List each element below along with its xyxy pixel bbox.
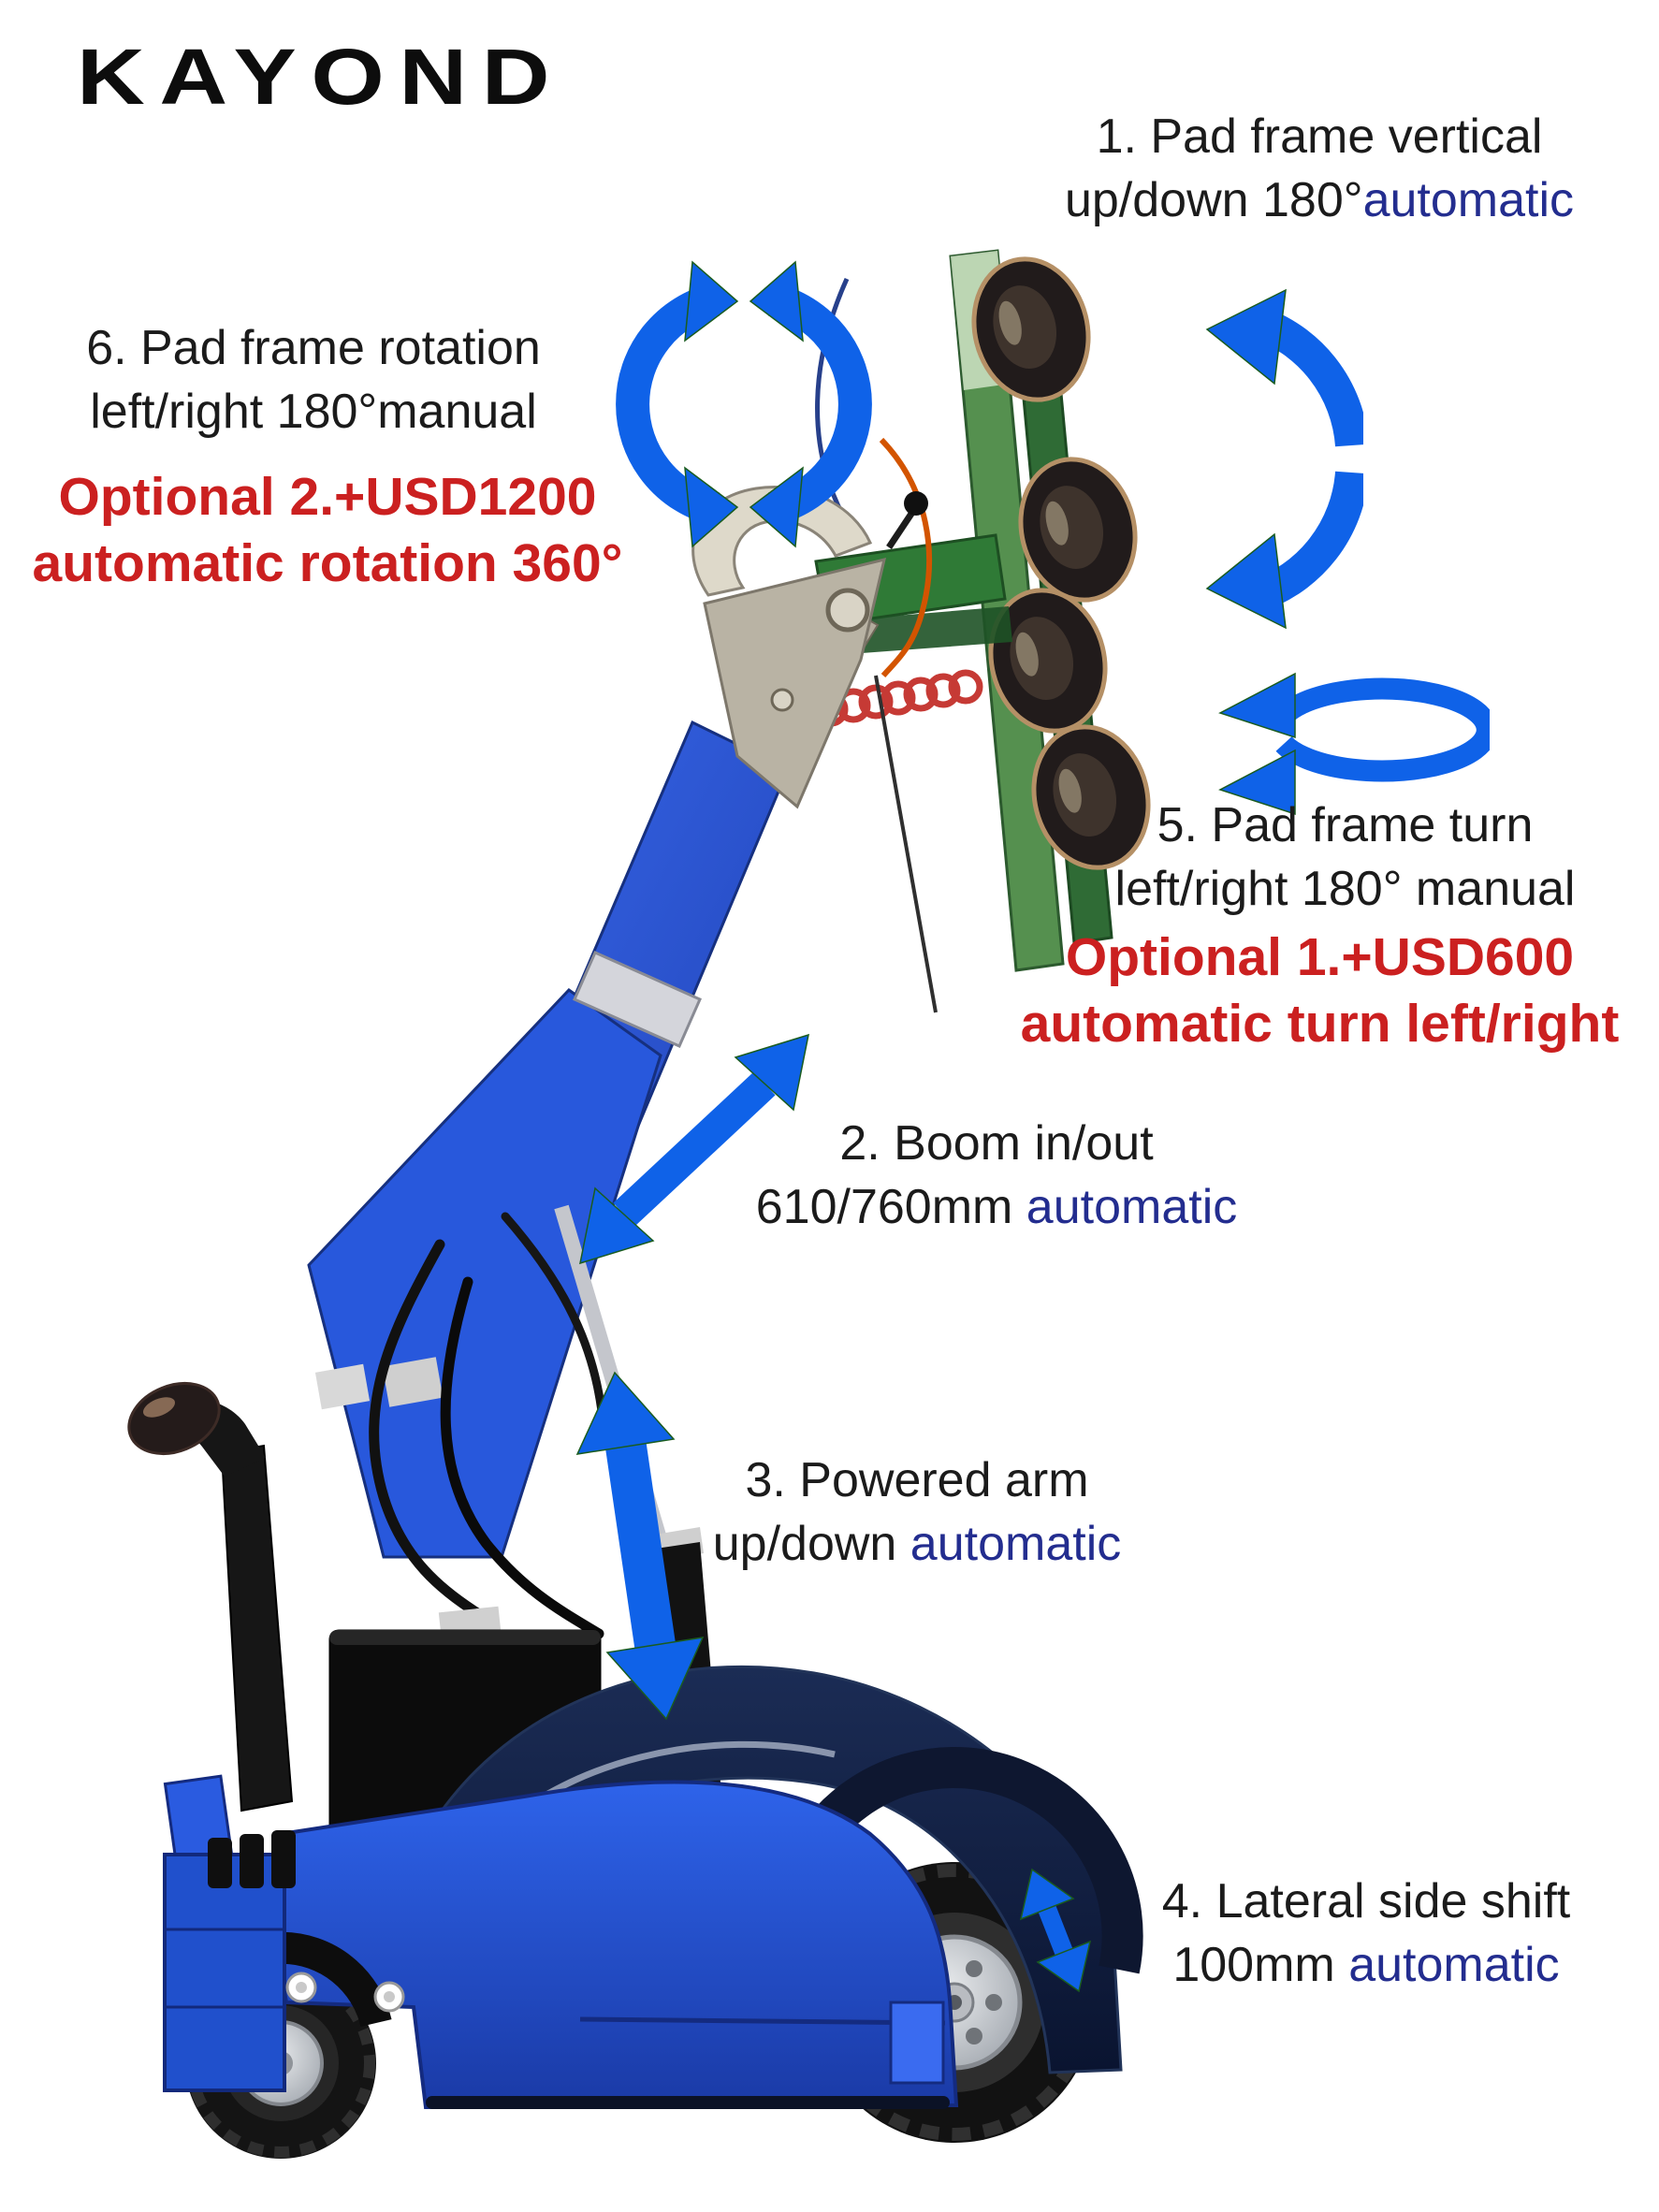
annotation-highlight: automatic — [910, 1517, 1122, 1571]
annotation-highlight: automatic — [1026, 1180, 1238, 1234]
annotation-line: 2. Boom in/out — [839, 1116, 1154, 1171]
brand-logo: KAYOND — [77, 33, 565, 121]
front-steps — [208, 1830, 296, 1888]
annotation-detail: 610/760mm — [755, 1180, 1026, 1234]
annotation-line: 100mm automatic — [1090, 1933, 1642, 1997]
optional-note-line: Optional 1.+USD600 — [1065, 927, 1575, 987]
optional-note-line: automatic turn left/right — [1020, 994, 1620, 1054]
suction-cup — [1031, 724, 1151, 870]
annotation-pad-rotation: 6. Pad frame rotation left/right 180°man… — [14, 316, 613, 444]
annotation-line: 610/760mm automatic — [697, 1175, 1296, 1239]
annotation-detail: left/right 180°manual — [90, 385, 537, 439]
pad-head-assembly — [691, 486, 928, 809]
annotation-line: 1. Pad frame vertical — [1096, 109, 1543, 164]
annotation-detail: up/down 180° — [1064, 173, 1363, 227]
pull-handle — [127, 1382, 294, 1812]
annotation-pad-vertical: 1. Pad frame vertical up/down 180°automa… — [1011, 105, 1628, 232]
annotation-line: up/down automatic — [622, 1512, 1212, 1576]
arm-updown-arrow-icon — [575, 1371, 705, 1721]
annotation-highlight: automatic — [1348, 1938, 1560, 1992]
side-shift-arrow-icon — [1019, 1868, 1092, 1993]
optional-note-line: Optional 2.+USD1200 — [58, 467, 597, 527]
annotation-pad-turn: 5. Pad frame turn left/right 180° manual — [1043, 793, 1647, 921]
optional-note-line: automatic rotation 360° — [32, 533, 623, 593]
annotation-line: left/right 180°manual — [14, 380, 613, 444]
annotation-line: up/down 180°automatic — [1011, 168, 1628, 232]
panel-bolts — [285, 1972, 405, 2013]
annotation-line: 6. Pad frame rotation — [86, 321, 541, 375]
annotation-line: left/right 180° manual — [1043, 857, 1647, 921]
annotation-line: 5. Pad frame turn — [1157, 798, 1534, 852]
suction-cup — [988, 588, 1108, 734]
annotation-highlight: automatic — [1362, 173, 1575, 227]
annotation-detail: 100mm — [1172, 1938, 1349, 1992]
annotation-detail: up/down — [712, 1517, 910, 1571]
vacuum-pad-frame — [791, 249, 1151, 1013]
annotation-powered-arm: 3. Powered arm up/down automatic — [622, 1448, 1212, 1576]
boom-extend-arrow-icon — [579, 1033, 809, 1265]
suction-cup — [971, 256, 1091, 402]
annotation-line: 4. Lateral side shift — [1161, 1874, 1571, 1928]
optional-note-turn: Optional 1.+USD600 automatic turn left/r… — [981, 924, 1659, 1057]
optional-note-rotation: Optional 2.+USD1200 automatic rotation 3… — [0, 464, 655, 597]
annotation-boom: 2. Boom in/out 610/760mm automatic — [697, 1112, 1296, 1239]
flat-turn-icon — [1218, 672, 1490, 816]
rotation-cycle-icon — [616, 260, 872, 548]
arc-swing-icon — [1205, 288, 1363, 630]
annotation-detail: left/right 180° manual — [1114, 862, 1576, 916]
annotation-lateral-shift: 4. Lateral side shift 100mm automatic — [1090, 1870, 1642, 1997]
annotation-line: 3. Powered arm — [745, 1453, 1089, 1507]
front-block — [163, 1853, 286, 2092]
suction-cup — [1018, 457, 1138, 603]
